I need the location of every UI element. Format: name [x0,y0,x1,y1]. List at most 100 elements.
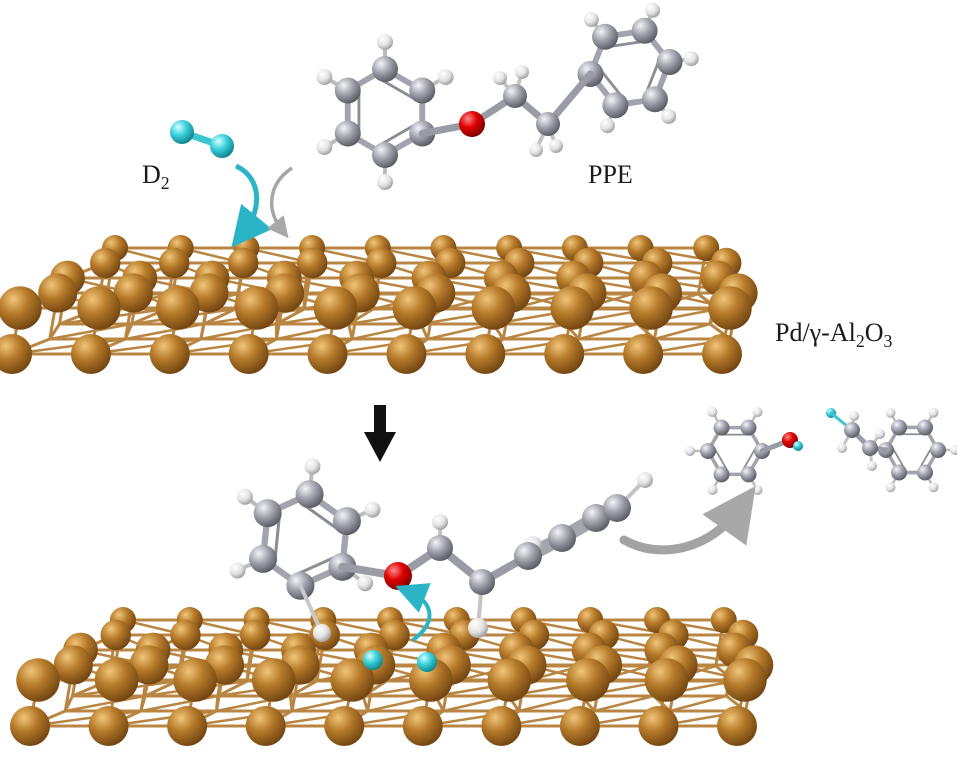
bond [64,694,147,713]
carbon-atom [740,466,757,483]
carbon-atom [641,86,668,113]
hydrogen-atom [950,445,957,455]
hydrogen-atom [707,407,718,418]
hydrogen-atom [549,139,563,153]
carbon-atom [372,56,398,82]
carbon-atom [295,480,324,509]
pd-atom [189,273,229,313]
surface-deuterium-transfer-curved-arrow-icon [395,583,432,642]
pd-atom [392,286,437,330]
pd-atom [90,247,121,279]
d2-label-subscript: 2 [160,173,170,194]
pd-atom [100,619,131,651]
carbon-atom [592,23,619,50]
ppe-adsorption-curved-arrow-icon [267,166,294,239]
pd-atom [408,658,453,702]
carbon-atom [713,419,730,436]
oxygen-atom [384,562,412,590]
bond [577,322,640,341]
carbon-atom [334,77,361,104]
catalyst-label-part-b: O [864,318,884,347]
pd-atom [366,247,397,279]
pd-atom [465,334,506,374]
bond [502,322,567,341]
pd-atom [297,247,328,279]
bond [273,512,282,562]
hydrogen-atom [229,562,246,579]
hydrogen-atom [316,69,333,85]
bond [668,694,728,713]
bond [593,694,655,713]
bond [713,446,729,472]
pd-atom [77,286,121,330]
bond [293,554,339,577]
hydrogen-atom [637,472,653,488]
hydrogen-atom [357,575,374,592]
catalyst-label: Pd/γ-Al2O3 [775,318,893,352]
carbon-atom [514,542,542,570]
bond [377,122,419,147]
product-molecules [685,407,957,495]
hydrogen-atom [377,174,393,190]
catalyst-label-sub-2: 3 [883,331,893,352]
bond [124,322,206,341]
d2-label: D2 [142,160,170,194]
carbon-atom [917,419,933,436]
hydrogen-atom [875,429,885,439]
hydrogen-atom [645,2,661,18]
bond [48,322,134,341]
hydrogen-atom [685,446,695,456]
pd-atom [10,706,50,746]
hydrogen-atom [313,624,331,642]
hydrogen-atom [583,12,599,28]
carbon-atom [548,524,576,552]
pd-atom [313,286,358,330]
reaction-down-arrow-icon [364,405,396,462]
pd-atom [155,286,200,330]
bond [143,679,179,698]
bond [517,694,583,713]
pd-atom [471,286,516,330]
pd-atom [228,334,269,374]
carbon-atom [713,466,730,483]
pd-atom [0,334,32,374]
pd-atom [693,235,720,261]
pd-atom [710,607,737,633]
deuterium-atom [170,120,194,144]
bond [741,446,757,472]
hydrogen-atom [364,501,381,518]
carbon-atom [740,419,757,436]
pd-atom [481,706,522,746]
hydrogen-atom [885,482,896,493]
hydrogen-atom [515,65,529,79]
carbon-atom [891,419,907,436]
deuterium-atom [417,652,437,672]
hydrogen-atom [437,69,454,85]
hydrogen-atom [752,407,763,418]
carbon-atom [656,49,683,76]
pd-atom [173,658,217,702]
pd-atom [638,706,679,746]
bond [918,445,934,471]
carbon-atom [603,494,631,522]
carbon-atom [334,120,361,147]
pd-atom [717,706,757,746]
pd-atom [330,658,375,702]
bond [377,77,419,102]
carbon-atom [631,17,658,44]
hydrogen-atom [599,118,615,134]
pd-atom [644,658,689,702]
pd-atom [379,619,410,651]
pd-atom [170,619,201,651]
oxygen-atom [459,111,485,137]
pd-atom [88,706,129,746]
pd-atom [129,645,169,685]
pd-atom [159,247,190,279]
pd-atom [550,286,595,330]
pd-atom [708,286,752,330]
pd-atom [16,658,60,702]
hydrogen-atom [377,34,393,50]
hydrogen-atom [661,108,677,124]
pd-catalyst-slab-top [0,235,758,374]
bond [442,694,510,713]
